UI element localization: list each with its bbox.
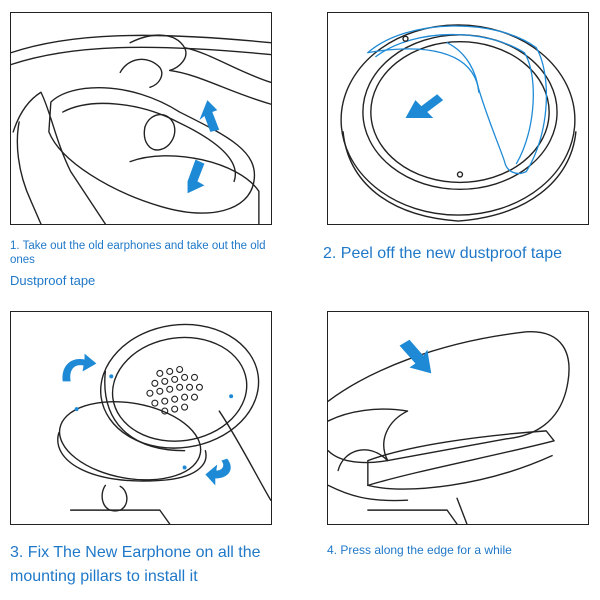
step-3-illustration	[10, 311, 272, 525]
dustproof-tape-label: Dustproof tape	[10, 273, 96, 288]
step-4-illustration	[327, 311, 589, 525]
arrow-icon	[405, 94, 444, 119]
step-1-illustration	[10, 12, 272, 225]
tape-illustration	[367, 25, 548, 175]
arrow-icon	[187, 100, 220, 194]
step-4-caption: 4. Press along the edge for a while	[327, 543, 512, 557]
arrow-icon	[399, 339, 432, 374]
step-1-caption: 1. Take out the old earphones and take o…	[10, 240, 266, 267]
earpad-outline	[48, 86, 256, 214]
step-3-caption: 3. Fix The New Earphone on all the mount…	[10, 544, 261, 585]
speaker-grille-illustration	[146, 365, 203, 415]
arrow-icon	[62, 353, 231, 486]
step-2-illustration	[327, 12, 589, 225]
step-2-caption: 2. Peel off the new dustproof tape	[323, 245, 562, 262]
earpad-illustration	[328, 331, 570, 464]
